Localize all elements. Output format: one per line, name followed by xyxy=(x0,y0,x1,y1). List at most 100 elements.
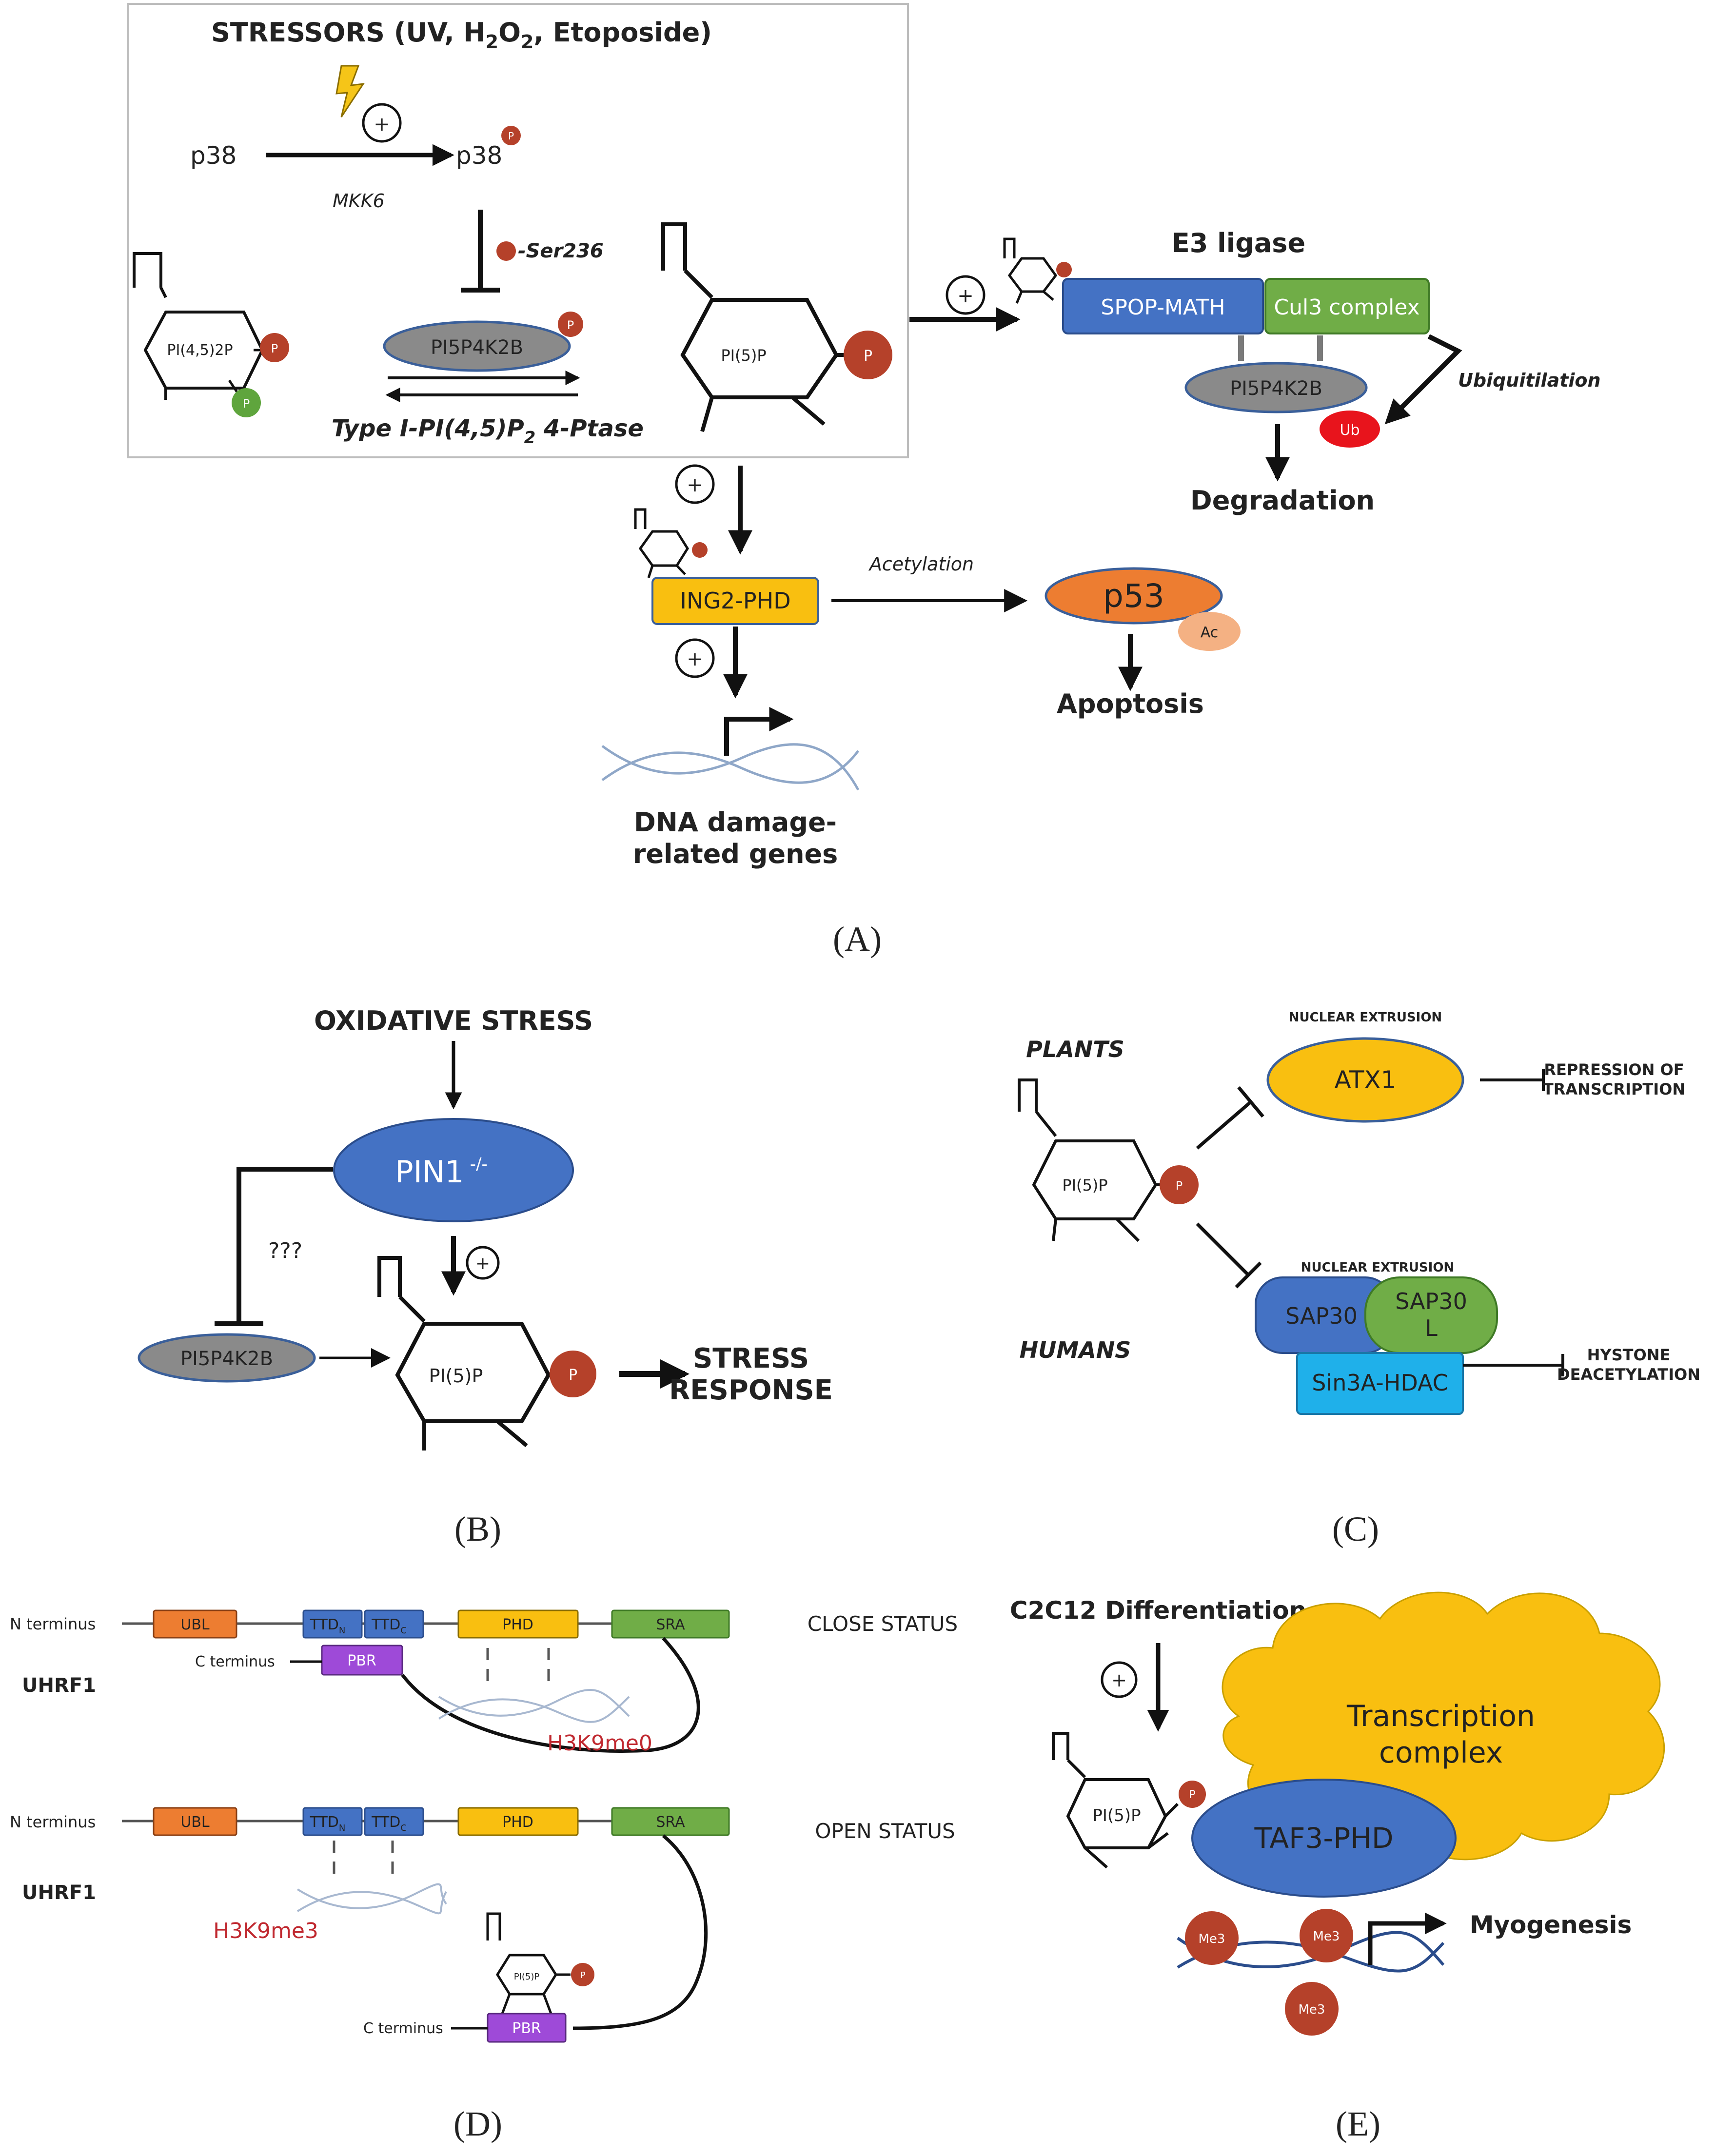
nuclear-extrusion-label-1: NUCLEAR EXTRUSION xyxy=(1289,1010,1442,1025)
repression-label-1: REPRESSION OF xyxy=(1544,1060,1684,1079)
ser236-label: -Ser236 xyxy=(518,240,604,262)
svg-text:PI(5)P: PI(5)P xyxy=(721,346,766,365)
type-i-label: Type I-PI(4,5)P2 4-Ptase xyxy=(332,415,644,448)
spop-math-box xyxy=(1062,278,1264,334)
oxidative-stress-label: OXIDATIVE STRESS xyxy=(314,1005,593,1036)
e3-ligase-label: E3 ligase xyxy=(1172,228,1305,258)
ttdc-domain-2 xyxy=(364,1807,424,1836)
ing2-phd-box xyxy=(651,577,819,625)
pin1-label: PIN1-/- xyxy=(395,1154,488,1190)
svg-text:P: P xyxy=(1189,1789,1195,1801)
close-status-label: CLOSE STATUS xyxy=(808,1612,958,1636)
panel-d: N terminus UHRF1 UBL TTDN TTDC PHD SRA P… xyxy=(10,1609,958,2143)
svg-text:SPOP-MATH: SPOP-MATH xyxy=(1101,295,1225,320)
pi5p4k2b-label-b: PI5P4K2B xyxy=(180,1348,273,1370)
ttdc-label-2: TTDC xyxy=(371,1814,407,1833)
stress-response-label-2: RESPONSE xyxy=(669,1374,833,1406)
svg-text:SRA: SRA xyxy=(656,1814,685,1831)
ttdn-domain-1 xyxy=(302,1609,363,1639)
svg-text:+: + xyxy=(687,648,703,670)
lightning-icon xyxy=(335,65,365,118)
ttdn-domain-2 xyxy=(302,1807,363,1836)
pi5p-molecule-c: PI(5)P P xyxy=(1018,1078,1199,1242)
svg-text:PBR: PBR xyxy=(512,2020,541,2037)
svg-text:P: P xyxy=(243,397,250,411)
svg-text:ING2-PHD: ING2-PHD xyxy=(680,588,790,614)
panel-label-a: (A) xyxy=(833,920,882,959)
transcription-label-2: complex xyxy=(1379,1736,1503,1770)
pin1-oval xyxy=(333,1118,574,1222)
small-pi5p-icon xyxy=(634,508,708,578)
sra-domain-2 xyxy=(611,1807,730,1836)
humans-label: HUMANS xyxy=(1020,1337,1131,1363)
pi5p4k2b-label: PI5P4K2B xyxy=(431,336,523,359)
panel-label-e: (E) xyxy=(1336,2104,1380,2143)
svg-text:Me3: Me3 xyxy=(1313,1929,1340,1944)
acetylation-label: Acetylation xyxy=(868,553,974,575)
phospho-icon xyxy=(558,312,583,337)
unknown-label: ??? xyxy=(268,1238,302,1263)
svg-text:Me3: Me3 xyxy=(1299,2002,1325,2017)
svg-text:+: + xyxy=(1111,1669,1127,1691)
ttdc-domain-1 xyxy=(364,1609,424,1639)
svg-text:PI(5)P: PI(5)P xyxy=(514,1972,540,1982)
phospho-icon xyxy=(501,126,521,145)
dna-strand-icon xyxy=(601,743,860,791)
panel-e: C2C12 Differentiation + Transcription co… xyxy=(1010,1591,1665,2143)
pbr-domain-1 xyxy=(321,1645,403,1676)
inhibit-sap30-line xyxy=(1196,1222,1250,1276)
svg-text:p53: p53 xyxy=(1103,577,1164,615)
phd-domain-2 xyxy=(457,1807,579,1836)
sap30-label: SAP30 xyxy=(1285,1303,1358,1329)
n-terminus-label-1: N terminus xyxy=(10,1615,96,1633)
panel-b: OXIDATIVE STRESS PIN1-/- ??? PI5P4K2B + … xyxy=(138,1005,833,1548)
svg-text:P: P xyxy=(864,348,872,365)
p38-label: p38 xyxy=(190,141,237,170)
ubl-domain-2 xyxy=(153,1807,237,1836)
svg-text:L: L xyxy=(1425,1315,1438,1341)
c2c12-label: C2C12 Differentiation xyxy=(1010,1596,1306,1625)
ac-oval xyxy=(1178,612,1241,651)
pi5p-molecule-b: PI(5)P P xyxy=(377,1256,596,1450)
panel-c: PLANTS HUMANS PI(5)P P NUCLEAR EXTRUSION… xyxy=(1018,1010,1700,1548)
ubiquitination-arrow xyxy=(1384,334,1462,425)
svg-text:SRA: SRA xyxy=(656,1616,685,1633)
plus-circle-icon: + xyxy=(466,1246,500,1280)
n-terminus-label-2: N terminus xyxy=(10,1813,96,1831)
svg-text:P: P xyxy=(1176,1179,1183,1193)
panel-label-c: (C) xyxy=(1332,1509,1379,1548)
c-terminus-label-2: C terminus xyxy=(363,2020,443,2037)
svg-text:+: + xyxy=(475,1254,490,1274)
sin3a-hdac-box xyxy=(1296,1352,1464,1415)
svg-text:+: + xyxy=(374,113,390,136)
small-pi5p-icon: PI(5)P P xyxy=(486,1912,594,2014)
open-status-label: OPEN STATUS xyxy=(815,1819,955,1843)
ttdc-label-1: TTDC xyxy=(371,1616,407,1636)
svg-text:SAP30: SAP30 xyxy=(1395,1288,1467,1314)
transcription-label-1: Transcription xyxy=(1346,1699,1535,1733)
ubiquitination-label: Ubiquitilation xyxy=(1458,370,1601,391)
svg-text:Ub: Ub xyxy=(1340,422,1360,439)
h3k9me3-label: H3K9me3 xyxy=(213,1919,318,1943)
plus-circle-icon: + xyxy=(675,464,715,504)
plus-circle-icon: + xyxy=(1101,1661,1138,1698)
svg-text:PI(5)P: PI(5)P xyxy=(1062,1176,1107,1195)
taf3-phd-label: TAF3-PHD xyxy=(1254,1822,1393,1855)
svg-text:PI(4,5)2P: PI(4,5)2P xyxy=(167,342,233,359)
dna-strand-icon xyxy=(438,1689,630,1723)
pi45p2-molecule: PI(4,5)2P P P xyxy=(133,252,289,417)
uhrf1-label-1: UHRF1 xyxy=(22,1674,96,1697)
stress-response-label-1: STRESS xyxy=(693,1343,809,1374)
inhibit-atx1-line xyxy=(1196,1100,1252,1150)
h3k9me0-label: H3K9me0 xyxy=(547,1731,652,1756)
cul3-box xyxy=(1264,278,1430,334)
plus-circle-icon: + xyxy=(362,103,402,143)
plants-label: PLANTS xyxy=(1026,1036,1124,1062)
dna-damage-label-2: related genes xyxy=(633,839,838,869)
svg-text:UBL: UBL xyxy=(180,1814,210,1831)
svg-text:PHD: PHD xyxy=(502,1616,533,1633)
svg-text:PHD: PHD xyxy=(502,1814,533,1831)
sin3a-hdac-label: Sin3A-HDAC xyxy=(1312,1370,1448,1396)
myogenesis-arrow xyxy=(1368,1912,1447,1965)
